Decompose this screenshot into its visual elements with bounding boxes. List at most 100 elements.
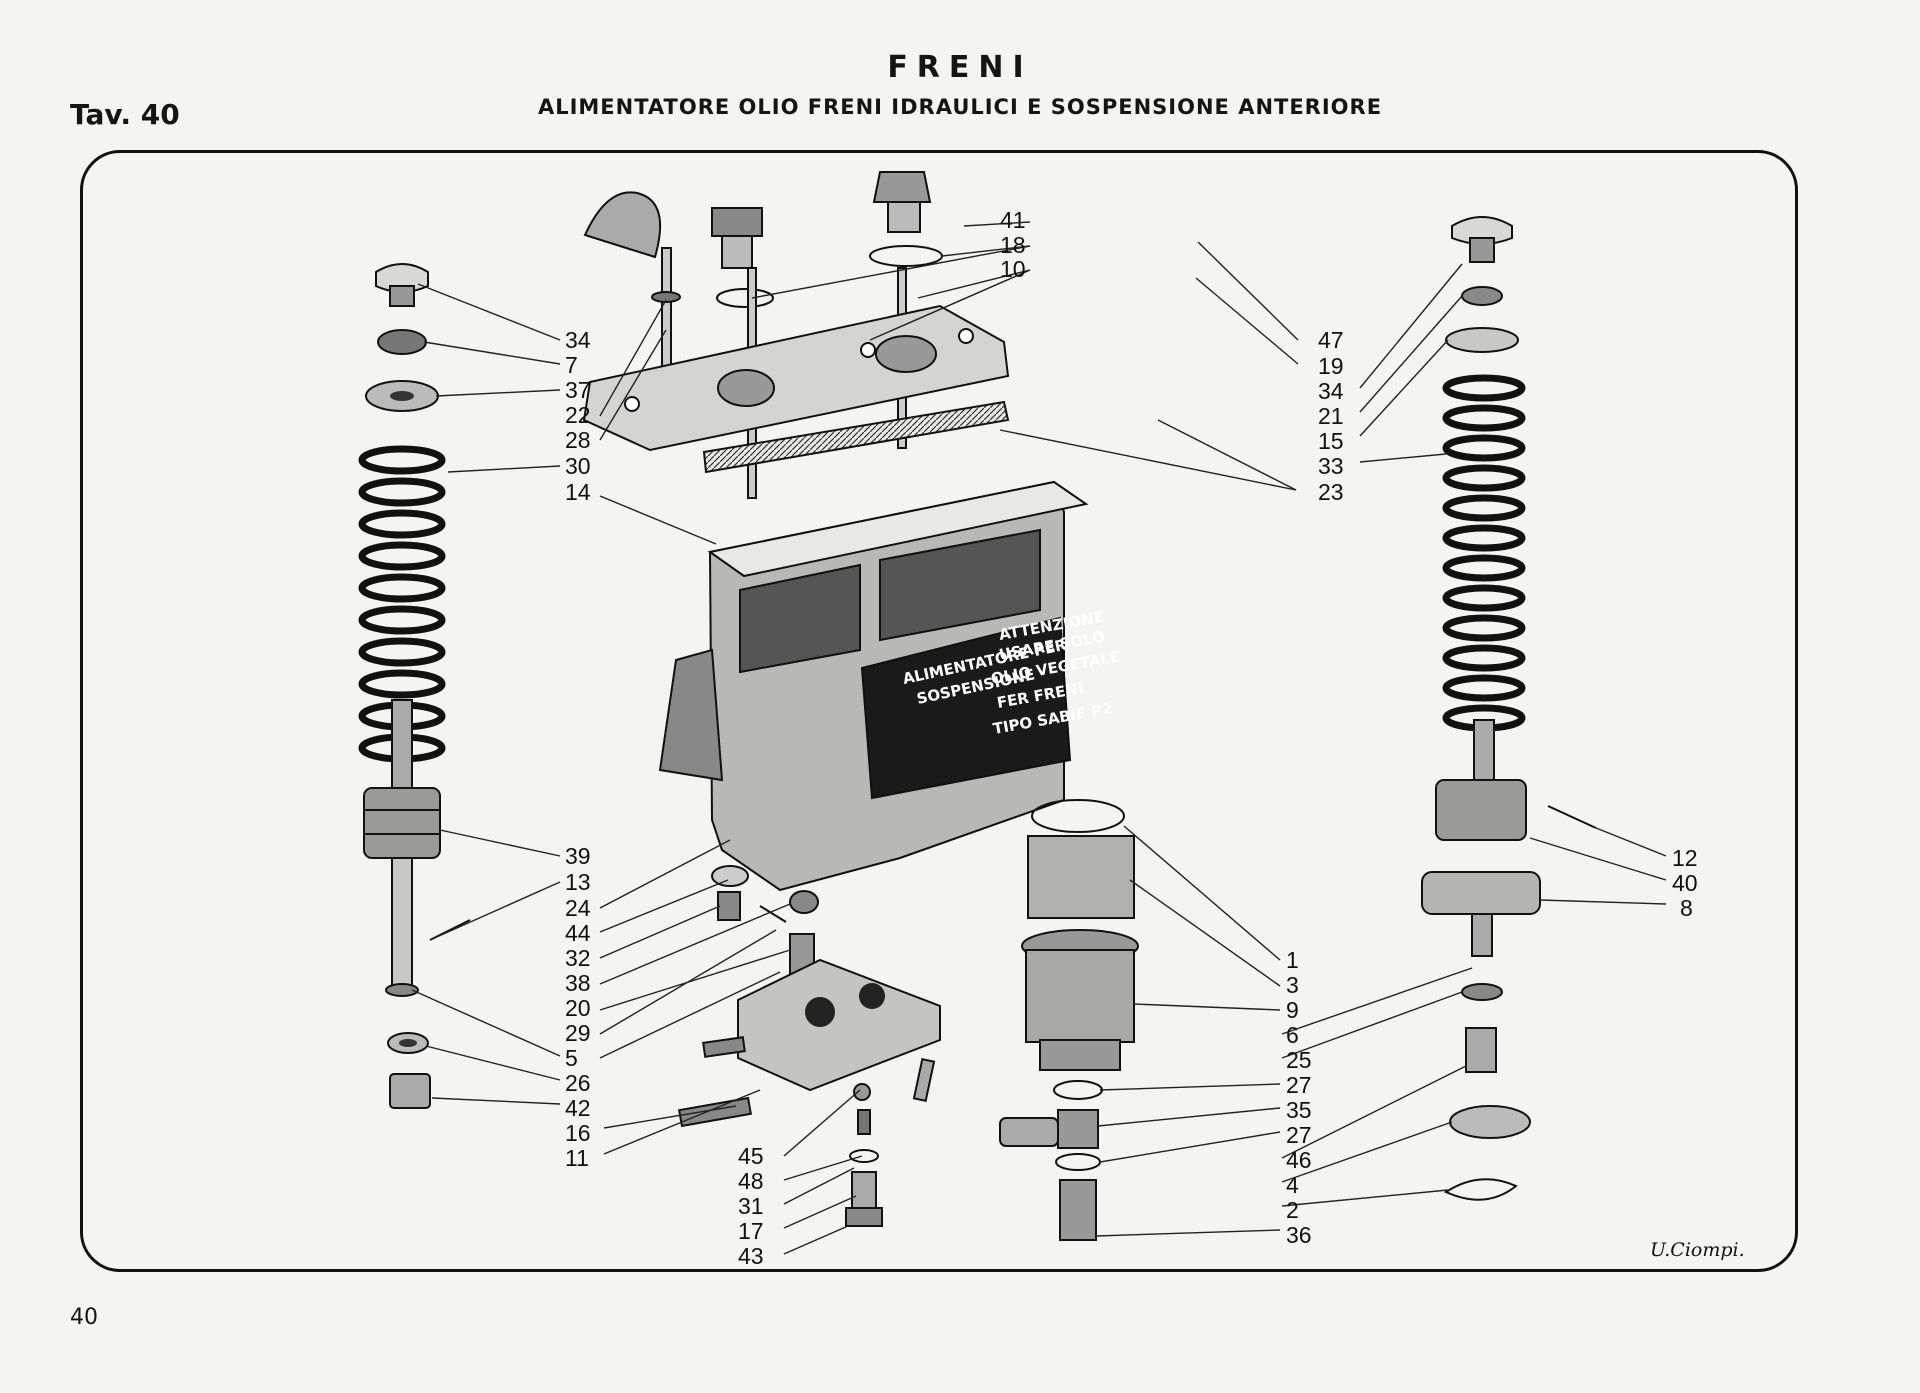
gasket-ring-left [716, 288, 774, 308]
callout-number: 16 [565, 1120, 591, 1146]
callout-number: 36 [1286, 1222, 1312, 1248]
small-spring-part [717, 891, 741, 921]
callout-number: 23 [1318, 479, 1344, 505]
cylinder-body-part [1025, 949, 1135, 1043]
end-cap-part [1449, 1105, 1531, 1139]
left-rod-part [391, 857, 413, 989]
circlip-part [1031, 799, 1125, 833]
tee-union-part [1057, 1109, 1099, 1149]
callout-number: 22 [565, 402, 591, 428]
left-damper-body [363, 787, 441, 859]
callout-number: 18 [1000, 232, 1026, 258]
callout-number: 30 [565, 453, 591, 479]
ball-part [853, 1083, 871, 1101]
callout-number: 21 [1318, 403, 1344, 429]
callout-number: 9 [1286, 997, 1299, 1023]
illustrator-signature: U.Ciompi. [1650, 1239, 1745, 1261]
callout-number: 19 [1318, 353, 1344, 379]
left-stud-part [702, 1036, 746, 1058]
left-bush-part [377, 329, 427, 355]
callouts-top-center: 41 18 10 [1000, 207, 1026, 282]
callout-number: 45 [738, 1143, 764, 1169]
warning-plates [860, 616, 1072, 800]
dipstick-handle [583, 191, 662, 259]
callout-number: 24 [565, 895, 591, 921]
right-washer-part [1445, 327, 1519, 353]
bolt-part [912, 1058, 936, 1102]
snap-ring-part [1443, 1178, 1518, 1201]
right-bush-part [1461, 286, 1503, 306]
callout-number: 43 [738, 1243, 764, 1269]
reservoir-mount-part [658, 648, 724, 782]
left-plug-part [389, 1073, 431, 1109]
left-spring-assembly [358, 263, 471, 1109]
callout-number: 27 [1286, 1122, 1312, 1148]
left-washer-hole [390, 391, 414, 401]
bleeder-part [851, 1171, 877, 1209]
callout-number: 7 [565, 352, 578, 378]
callout-number: 11 [565, 1145, 589, 1171]
lid-gasket-part [702, 400, 1010, 474]
center-cylinder-assembly [999, 799, 1139, 1241]
callout-number: 13 [565, 869, 591, 895]
callout-number: 39 [565, 843, 591, 869]
callout-number: 38 [565, 970, 591, 996]
page-subtitle: ALIMENTATORE OLIO FRENI IDRAULICI E SOSP… [537, 95, 1383, 119]
callout-number: 10 [1000, 256, 1026, 282]
callout-number: 35 [1286, 1097, 1312, 1123]
callout-number: 34 [565, 327, 591, 353]
callout-number: 31 [738, 1193, 764, 1219]
callout-number: 37 [565, 377, 591, 403]
filler-cap-left [711, 207, 763, 237]
right-collar-part [1421, 871, 1541, 915]
reservoir-assembly: ALIMENTATORE PER SOSPENSIONE ATTENZIONE … [582, 171, 1122, 892]
right-pin-part [1547, 805, 1597, 829]
callout-number: 14 [565, 479, 591, 505]
callout-number: 2 [1286, 1197, 1299, 1223]
callout-number: 4 [1286, 1172, 1299, 1198]
callout-number: 25 [1286, 1047, 1312, 1073]
page-number: 40 [70, 1305, 98, 1330]
callout-number: 26 [565, 1070, 591, 1096]
valve-insert-part [1465, 1027, 1497, 1073]
right-spring-part [1442, 374, 1526, 732]
left-rod-upper [391, 699, 413, 791]
callout-number: 15 [1318, 428, 1344, 454]
callout-number: 42 [565, 1095, 591, 1121]
leader-lines [411, 221, 1667, 1255]
drawing-frame [80, 150, 1798, 1272]
callouts-middle-column: 1 3 9 6 25 27 35 27 46 4 2 36 [1286, 947, 1312, 1248]
callout-number: 6 [1286, 1022, 1299, 1048]
callout-number: 32 [565, 945, 591, 971]
callout-number: 47 [1318, 327, 1344, 353]
page-title: FRENI [887, 50, 1033, 85]
right-washer-small [1461, 983, 1503, 1001]
callout-number: 17 [738, 1218, 764, 1244]
callouts-right-column: 47 19 34 21 15 33 23 12 40 8 [1318, 327, 1698, 921]
callout-number: 3 [1286, 972, 1299, 998]
right-damper-body [1435, 779, 1527, 841]
valve-block-part [737, 958, 941, 1092]
callout-number: 33 [1318, 453, 1344, 479]
right-cap-part [1451, 216, 1513, 245]
callout-number: 5 [565, 1045, 578, 1071]
stud-part [677, 1096, 753, 1128]
callout-number: 28 [565, 427, 591, 453]
callout-number: 12 [1672, 845, 1698, 871]
callout-number: 34 [1318, 378, 1344, 404]
disc-part [711, 865, 749, 887]
right-spring-assembly [1421, 216, 1597, 1201]
right-plate-text: ATTENZIONE USARE SOLO OLIO VEGETALE FER … [990, 608, 1122, 738]
callout-number: 48 [738, 1168, 764, 1194]
plate-number: Tav. 40 [70, 98, 180, 131]
callout-number: 29 [565, 1020, 591, 1046]
callout-number: 41 [1000, 207, 1026, 233]
left-cap-stem [389, 285, 415, 307]
filler-cap-right [872, 171, 932, 203]
nut-part [789, 890, 819, 914]
callout-number: 46 [1286, 1147, 1312, 1173]
callout-number: 8 [1680, 895, 1693, 921]
gasket-ring-right [869, 245, 943, 267]
cylinder-plug-part [1059, 1179, 1097, 1241]
